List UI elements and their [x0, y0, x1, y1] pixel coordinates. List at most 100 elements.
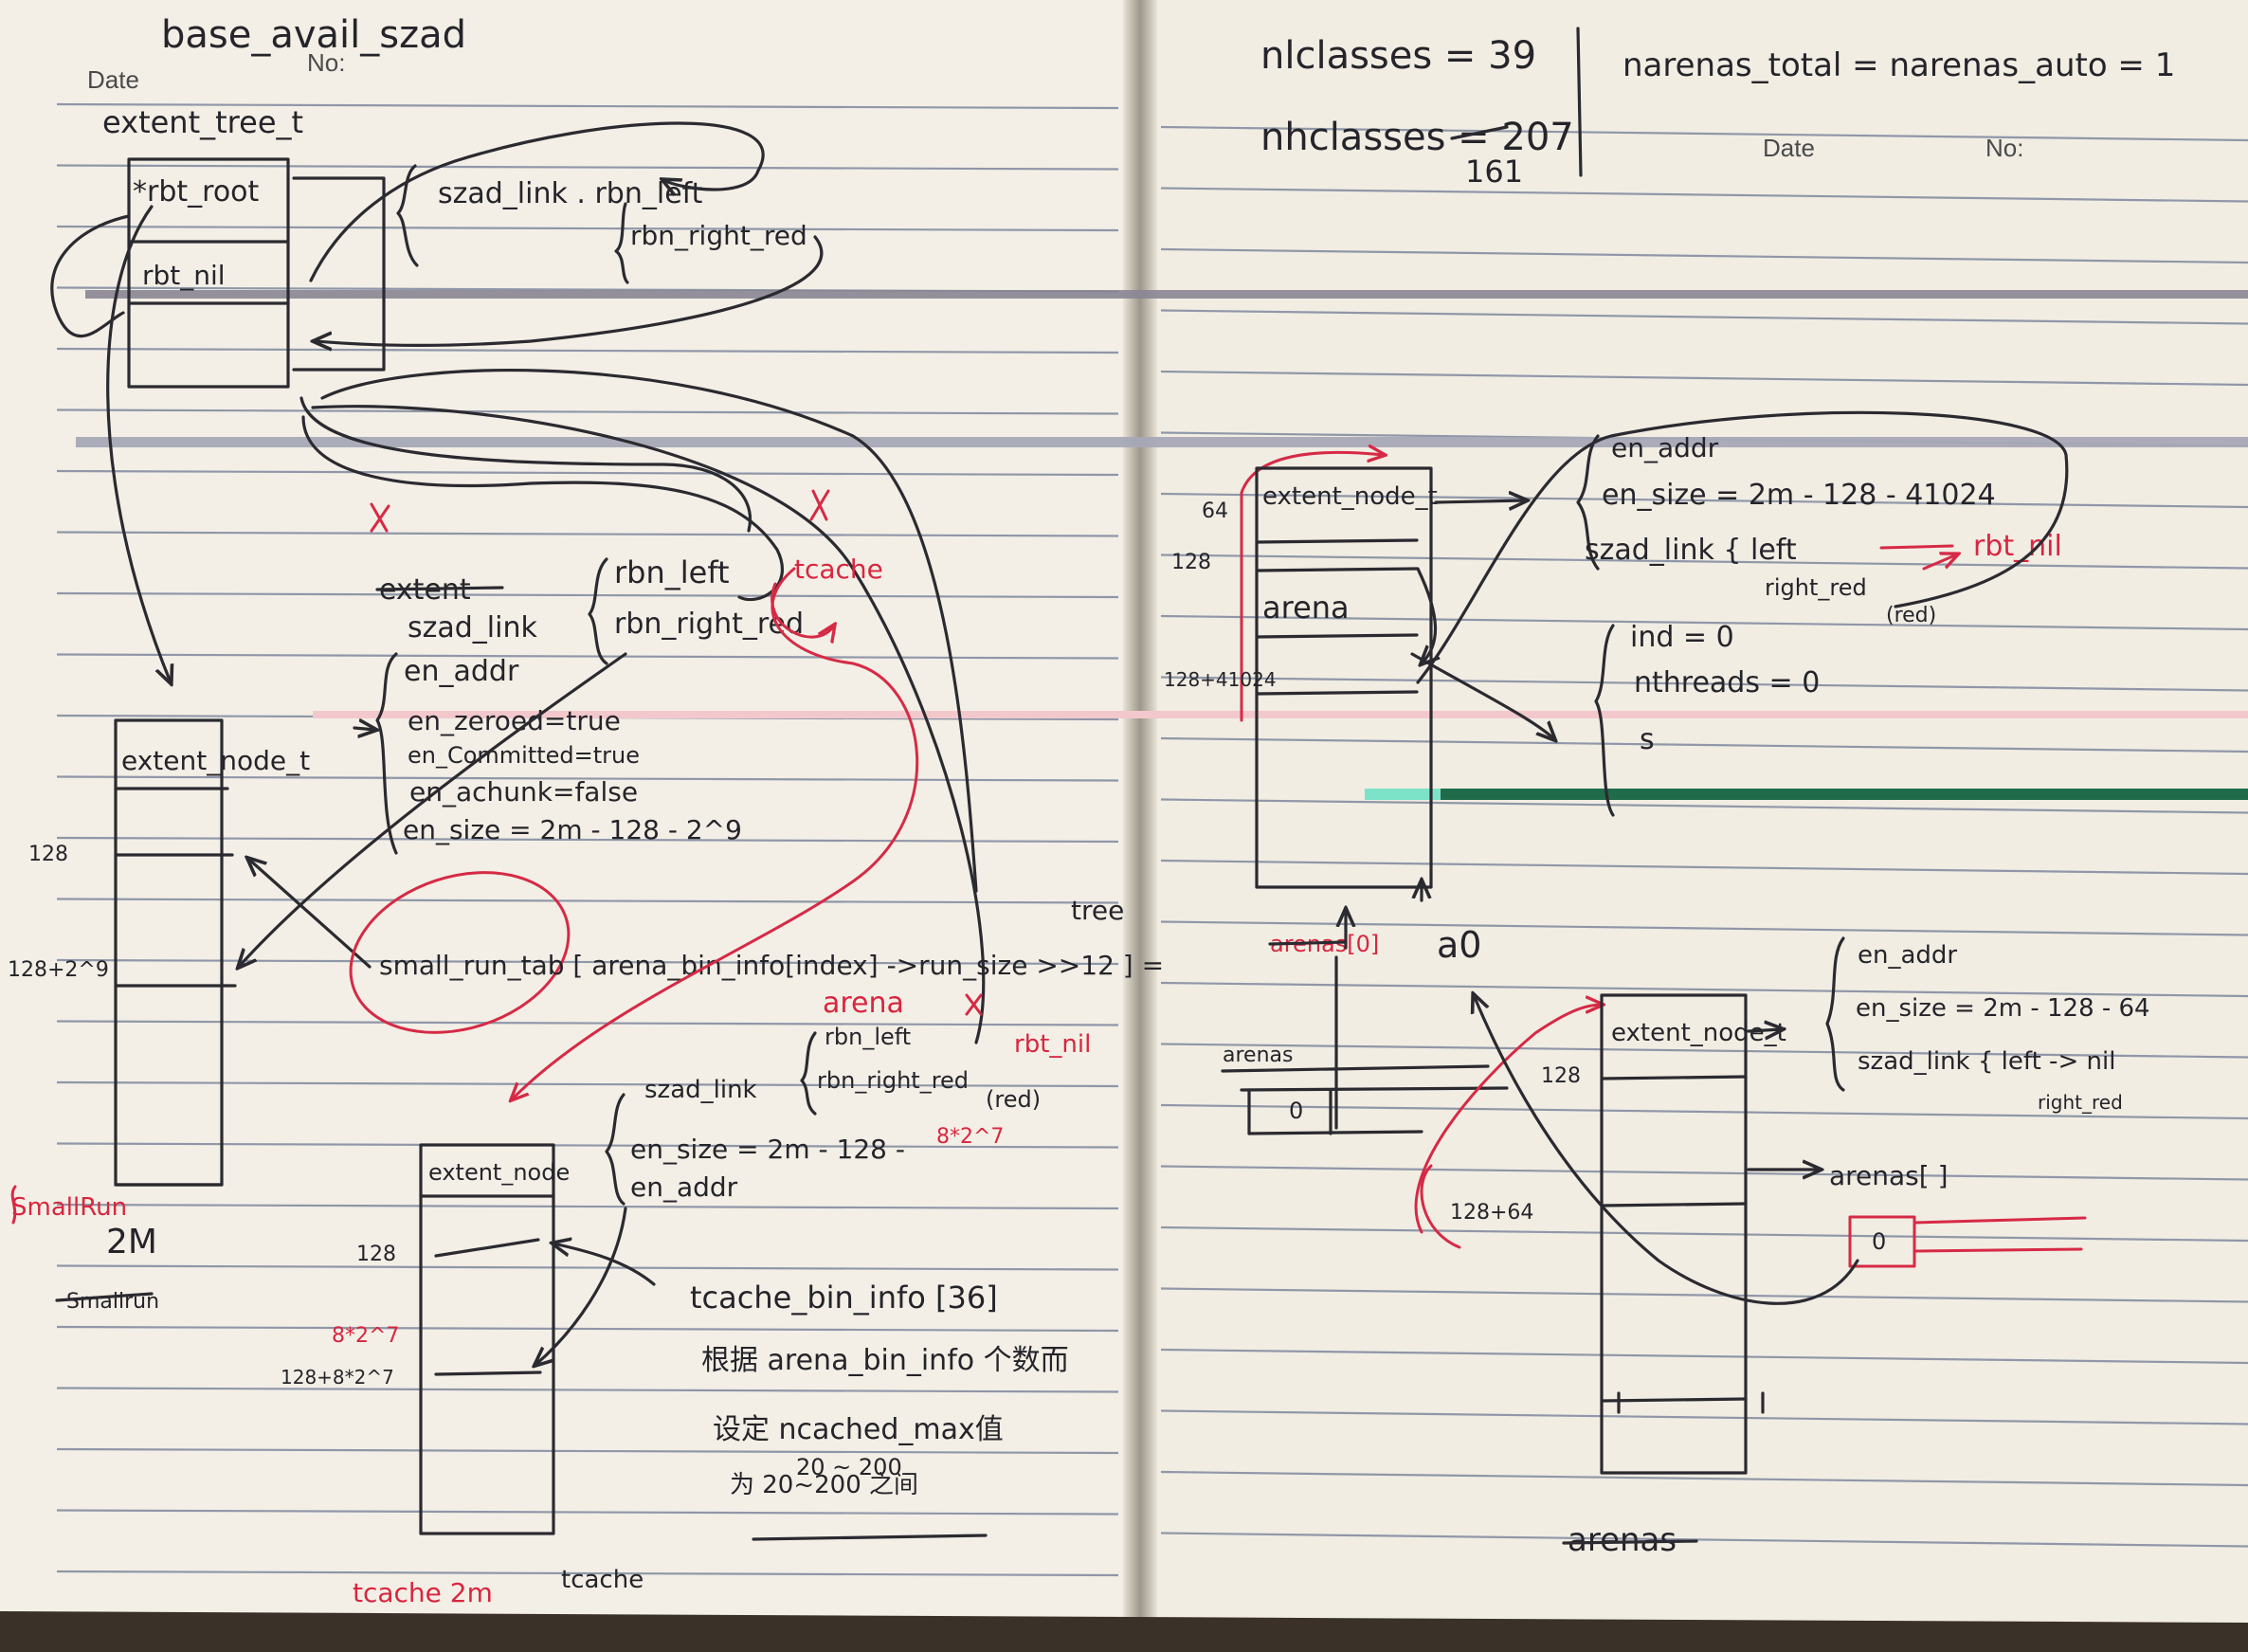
top-off-128: 128: [1171, 551, 1211, 574]
ruled-line: [1160, 247, 2248, 264]
ruled-line: [56, 1020, 1119, 1026]
ruled-line: [1160, 1532, 2248, 1548]
lower-right-box-label: extent_node_t: [1611, 1019, 1786, 1047]
top-nthreads: nthreads = 0: [1634, 666, 1820, 699]
small-run-tab: small_run_tab [ arena_bin_info[index] ->…: [379, 950, 1164, 981]
ruled-line: [1160, 736, 2248, 753]
two-m-label: 2M: [106, 1223, 157, 1262]
ruled-line: [56, 1142, 1119, 1149]
lower-right-szad-left: szad_link { left -> nil: [1858, 1047, 2115, 1076]
top-en-size: en_size = 2m - 128 - 41024: [1602, 479, 1996, 512]
rbt-root-label: *rbt_root: [133, 175, 260, 209]
top-right-red: right_red: [1765, 574, 1867, 601]
tcache-bin-info: tcache_bin_info [36]: [690, 1280, 998, 1316]
ruled-line: [56, 775, 1119, 782]
ruled-line: [1160, 1287, 2248, 1303]
scan-glitch-lines: [76, 290, 2248, 800]
ruled-line: [56, 1080, 1119, 1088]
ruled-line: [1160, 554, 2248, 570]
szad-top-line1: szad_link . rbn_left: [438, 177, 703, 210]
lower-right-off-sum: 128+64: [1450, 1201, 1533, 1225]
right-no-label: No:: [1985, 134, 2023, 162]
lower-extent-box: extent_node 128 8*2^7 128+8*2^7: [281, 1143, 570, 1535]
lower-box-label: extent_node: [428, 1159, 570, 1186]
ruled-line: [1160, 859, 2248, 876]
arenas-pointer-box: arenas 0: [1221, 955, 1509, 1135]
top-en-addr: en_addr: [1611, 432, 1719, 463]
ruled-line: [1160, 1409, 2248, 1425]
arenas-zero: 0: [1289, 1098, 1303, 1124]
ruled-line: [1160, 370, 2248, 387]
tcache-line2: 根据 arena_bin_info 个数而: [701, 1344, 1069, 1377]
ruled-line: [56, 1387, 1119, 1393]
ruled-line: [56, 1509, 1119, 1516]
ruled-line: [1160, 614, 2248, 631]
lower-en-size: en_size = 2m - 128 -: [630, 1134, 905, 1165]
mid-szad-link: szad_link: [408, 611, 537, 644]
red-zero-box: 0: [1848, 1215, 2087, 1268]
rbt-tree-box: *rbt_root rbt_nil: [127, 157, 290, 389]
top-ind: ind = 0: [1630, 621, 1734, 654]
lower-rbn-left: rbn_left: [825, 1024, 911, 1050]
tcache-line5: 为 20~200 之间: [730, 1471, 918, 1499]
ruled-line: [56, 653, 1119, 660]
ruled-line: [56, 1325, 1119, 1333]
red-arena-label: arena: [823, 987, 904, 1020]
page-bottom-shadow: [0, 1611, 2248, 1652]
ruled-line: [56, 225, 1119, 232]
ruled-line: [1160, 1348, 2248, 1365]
ruled-line: [1160, 1165, 2248, 1181]
right-date-label: Date: [1763, 134, 1815, 162]
lower-right-en-addr: en_addr: [1858, 941, 1957, 970]
lower-right-en-size: en_size = 2m - 128 - 64: [1856, 994, 2150, 1023]
heading-extent-tree: extent_tree_t: [102, 104, 303, 140]
tcache-line3: 设定 ncached_max值: [713, 1413, 1004, 1446]
node-offset-128: 128: [28, 843, 68, 866]
top-szad-left: szad_link { left: [1585, 534, 1797, 567]
top-red-tag: (red): [1886, 604, 1936, 627]
top-arena-label: arena: [1262, 590, 1350, 626]
lower-right-arenas-ref: arenas[ ]: [1829, 1160, 1949, 1191]
nlclasses: nlclasses = 39: [1260, 34, 1536, 78]
ruled-line: [1160, 1470, 2248, 1487]
ruled-line: [56, 1203, 1119, 1210]
top-s: s: [1640, 723, 1655, 756]
ruled-line: [56, 1447, 1119, 1455]
book-spine: [1123, 0, 1157, 1652]
extent-node-box: extent_node_t 128 128+2^9: [8, 718, 310, 1187]
top-off-sum: 128+41024: [1164, 668, 1277, 691]
mid-tcache-red: tcache: [794, 554, 883, 585]
ruled-line: [1160, 798, 2248, 814]
node-offset-128-2-9: 128+2^9: [8, 958, 109, 982]
red-rbt-nil: rbt_nil: [1014, 1030, 1091, 1059]
ruled-line: [56, 836, 1119, 844]
en-size-1: en_size = 2m - 128 - 2^9: [403, 814, 742, 845]
small-run-circle: [349, 871, 571, 1034]
left-handwriting: base_avail_szad extent_tree_t *rbt_root …: [8, 13, 1164, 1608]
arenas-inner-label: arenas: [1223, 1044, 1293, 1067]
ruled-line: [56, 958, 1119, 966]
tcache-range: 20 ~ 200: [796, 1454, 902, 1480]
szad-top-line2: rbn_right_red: [630, 220, 807, 251]
extent-node-label: extent_node_t: [121, 745, 310, 776]
ruled-line: [56, 347, 1119, 354]
lower-right-off-128: 128: [1541, 1064, 1581, 1088]
lower-rbn-right: rbn_right_red: [817, 1067, 969, 1094]
ruled-line: [1160, 1225, 2248, 1243]
lower-red-tag: (red): [986, 1086, 1041, 1113]
mid-rbn-left: rbn_left: [614, 554, 730, 590]
ruled-line: [56, 1570, 1119, 1577]
arenas-extent-box: extent_node_t 128 128+64: [1450, 993, 1786, 1475]
arena-extent-box: extent_node_t arena 64 128 128+41024: [1164, 466, 1438, 889]
lower-box-128: 128: [356, 1243, 396, 1266]
right-page: [1142, 0, 2248, 1652]
heading-base-avail-szad: base_avail_szad: [161, 13, 466, 57]
bottom-tcache-2m: tcache 2m: [353, 1577, 493, 1608]
lower-box-sum: 128+8*2^7: [281, 1366, 394, 1389]
ruled-line: [56, 469, 1119, 477]
ruled-line: [56, 898, 1119, 904]
en-zeroed: en_zeroed=true: [408, 705, 621, 736]
ruled-line: [1160, 309, 2248, 325]
en-achunk: en_achunk=false: [409, 776, 638, 808]
ruled-line: [56, 531, 1119, 537]
